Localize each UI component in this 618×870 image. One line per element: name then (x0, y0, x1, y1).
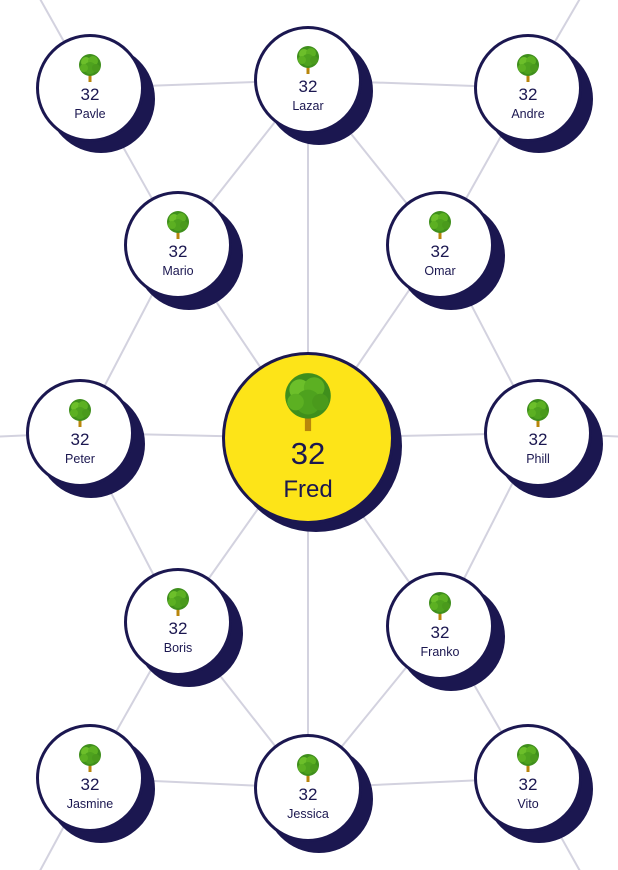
tree-icon (514, 743, 542, 773)
tree-icon (279, 371, 337, 433)
node-circle-phill[interactable]: 32 Phill (484, 379, 592, 487)
node-circle-jasmine[interactable]: 32 Jasmine (36, 724, 144, 832)
node-value: 32 (430, 623, 450, 642)
node-value: 32 (168, 242, 188, 261)
node-name: Andre (511, 107, 545, 121)
node-value: 32 (168, 619, 188, 638)
node-value: 32 (430, 242, 450, 261)
node-name: Boris (163, 641, 193, 655)
node-circle-pavle[interactable]: 32 Pavle (36, 34, 144, 142)
node-name: Franko (420, 645, 460, 659)
node-circle-mario[interactable]: 32 Mario (124, 191, 232, 299)
node-value: 32 (298, 785, 318, 804)
tree-icon (164, 210, 192, 240)
node-value: 32 (80, 85, 100, 104)
tree-icon (514, 53, 542, 83)
tree-icon (164, 587, 192, 617)
node-value: 32 (80, 775, 100, 794)
node-name: Peter (65, 452, 95, 466)
node-value: 32 (528, 430, 548, 449)
node-circle-franko[interactable]: 32 Franko (386, 572, 494, 680)
node-circle-fred[interactable]: 32 Fred (222, 352, 394, 524)
node-name: Lazar (292, 99, 324, 113)
tree-icon (76, 743, 104, 773)
node-name: Vito (517, 797, 539, 811)
node-circle-peter[interactable]: 32 Peter (26, 379, 134, 487)
node-circle-lazar[interactable]: 32 Lazar (254, 26, 362, 134)
node-value: 32 (290, 436, 326, 471)
tree-icon (524, 398, 552, 428)
node-circle-andre[interactable]: 32 Andre (474, 34, 582, 142)
node-circle-boris[interactable]: 32 Boris (124, 568, 232, 676)
node-name: Omar (424, 264, 456, 278)
node-value: 32 (518, 775, 538, 794)
tree-icon (66, 398, 94, 428)
tree-icon (426, 210, 454, 240)
tree-icon (294, 45, 322, 75)
tree-icon (426, 591, 454, 621)
node-circle-jessica[interactable]: 32 Jessica (254, 734, 362, 842)
node-name: Pavle (74, 107, 106, 121)
node-circle-vito[interactable]: 32 Vito (474, 724, 582, 832)
node-circle-omar[interactable]: 32 Omar (386, 191, 494, 299)
tree-icon (76, 53, 104, 83)
node-name: Jasmine (66, 797, 114, 811)
node-name: Phill (526, 452, 550, 466)
node-value: 32 (298, 77, 318, 96)
node-name: Mario (162, 264, 194, 278)
node-value: 32 (518, 85, 538, 104)
tree-icon (294, 753, 322, 783)
node-name: Jessica (287, 807, 329, 821)
node-name: Fred (283, 476, 333, 503)
node-value: 32 (70, 430, 90, 449)
